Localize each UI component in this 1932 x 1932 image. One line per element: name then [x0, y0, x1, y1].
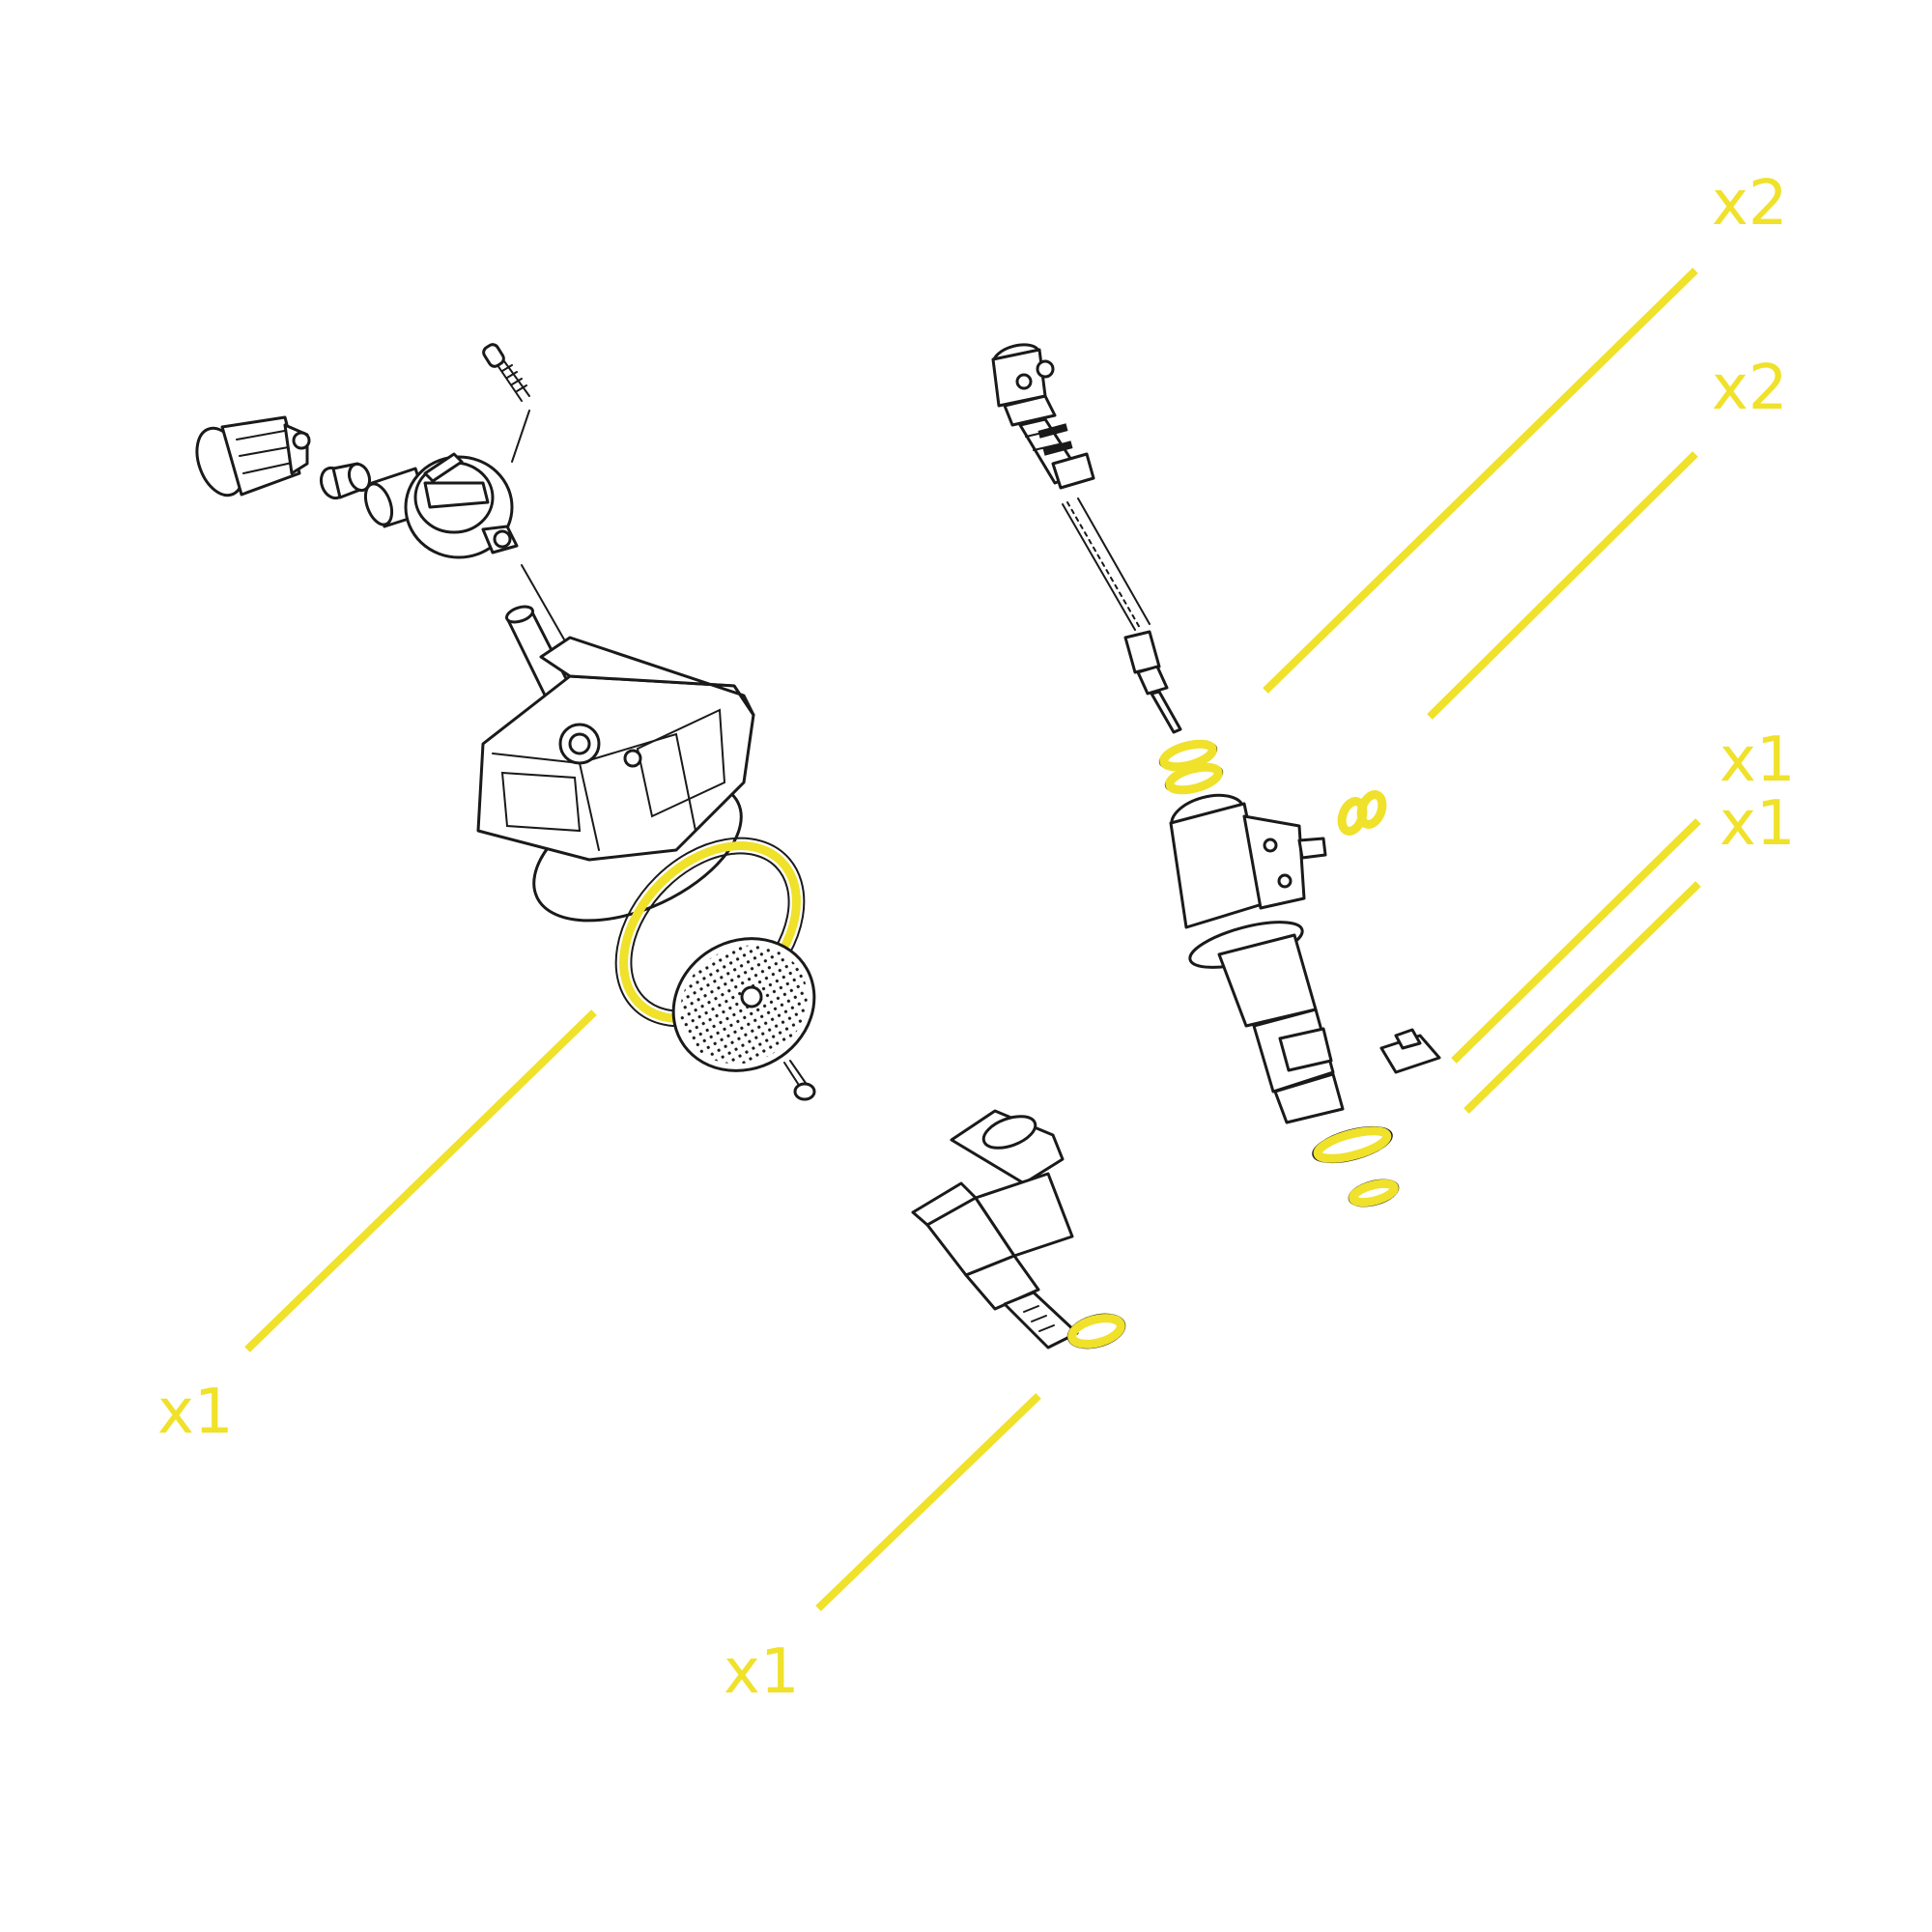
- qty-label-right-mid-2: x1: [1719, 788, 1796, 860]
- qty-label-right-mid-1: x1: [1719, 724, 1796, 796]
- right-assembly: [991, 343, 1441, 1208]
- qty-label-bottom-left: x1: [157, 1377, 234, 1448]
- rod-top-cap: [991, 343, 1057, 427]
- body-lower-o-rings: [1312, 1125, 1400, 1208]
- rod-upper: [1018, 417, 1095, 490]
- top-screw: [482, 343, 530, 402]
- spring: [1062, 497, 1151, 631]
- rod-pin: [1123, 630, 1182, 734]
- leader-line-right-mid-2: [1463, 881, 1701, 1114]
- guide-line-top: [511, 410, 530, 463]
- leader-line-top-right-2: [1427, 451, 1698, 720]
- valve-head: [363, 452, 519, 559]
- leader-line-bottom-center: [815, 1393, 1041, 1611]
- valve-body: [476, 605, 755, 923]
- leader-line-bottom-left: [244, 1009, 597, 1352]
- side-o-rings: [1337, 790, 1387, 836]
- leader-line-top-right-1: [1263, 268, 1698, 694]
- rod-o-rings: [1158, 739, 1224, 795]
- left-connector: [195, 415, 311, 497]
- small-bushing: [319, 462, 372, 500]
- left-assembly: [195, 343, 816, 1101]
- filter-disc: [671, 937, 816, 1072]
- quantity-labels: x2 x2 x1 x1 x1 x1: [157, 168, 1796, 1708]
- small-clip: [1379, 1028, 1441, 1074]
- qty-label-top-right-1: x2: [1712, 168, 1788, 240]
- qty-label-top-right-2: x2: [1712, 353, 1788, 424]
- leader-lines: [244, 268, 1701, 1611]
- valve-cylinder-body: [1169, 793, 1345, 1124]
- qty-label-bottom-center: x1: [724, 1636, 800, 1708]
- bottom-screw: [783, 1060, 816, 1101]
- leader-line-right-mid-1: [1451, 818, 1701, 1064]
- nozzle-assembly: [911, 1109, 1126, 1350]
